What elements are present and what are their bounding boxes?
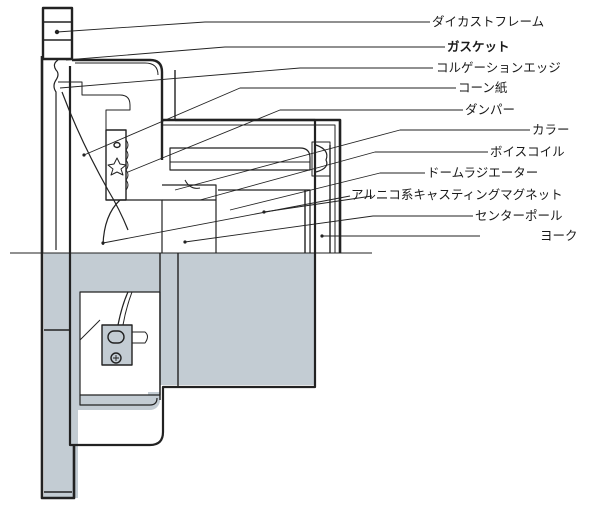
terminal-shape xyxy=(101,291,148,366)
label-gasket: ガスケット xyxy=(447,39,510,54)
label-voice-coil: ボイスコイル xyxy=(490,144,565,159)
label-alnico-magnet: アルニコ系キャスティングマグネット xyxy=(351,187,563,202)
frame-basket xyxy=(72,58,164,160)
label-die-cast-frame: ダイカストフレーム xyxy=(432,14,545,29)
die-cast-frame-shape xyxy=(40,6,76,500)
shaded-section xyxy=(44,253,315,498)
dome-radiator-shape xyxy=(169,147,311,171)
label-cone-paper: コーン紙 xyxy=(458,80,508,95)
voice-coil-shape xyxy=(315,144,328,173)
label-center-pole: センターポール xyxy=(475,208,563,223)
label-collar: カラー xyxy=(532,122,570,137)
label-yoke: ヨーク xyxy=(540,228,578,243)
center-pole-shape xyxy=(162,199,217,253)
label-dome-radiator: ドームラジエーター xyxy=(427,165,539,180)
corrugation-edge-shape xyxy=(53,59,59,250)
alnico-magnet-shape xyxy=(218,189,311,253)
leader-lines xyxy=(56,21,530,244)
label-corrugation-edge: コルゲーションエッジ xyxy=(436,60,561,75)
label-damper: ダンパー xyxy=(465,102,516,117)
damper-shape xyxy=(105,129,129,201)
